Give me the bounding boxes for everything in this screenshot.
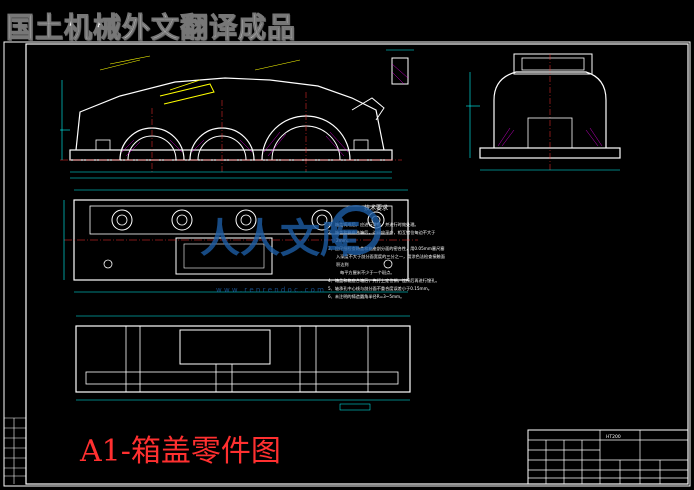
tech-notes-title: 技术要求 bbox=[364, 204, 388, 212]
bolt-boss-1 bbox=[95, 139, 111, 151]
tech-note-line: 2mm。 bbox=[336, 238, 351, 243]
tech-note-line: 4、箱盖和箱座合箱后，先打上定位销，连接后再进行镗孔。 bbox=[328, 277, 440, 284]
tech-note-line: 每平方厘米不少于一个斑点。 bbox=[340, 269, 394, 276]
title-block: HT200 bbox=[527, 429, 689, 485]
tech-note-line: 5、轴承孔中心线与剖分面不重合度误差小于0.15mm。 bbox=[328, 285, 432, 292]
top-view bbox=[63, 189, 418, 293]
material-label: HT200 bbox=[606, 434, 621, 440]
cover-outline bbox=[75, 77, 385, 151]
banner-title: 国土机械外文翻译成品 bbox=[5, 11, 297, 45]
watermark-logo: 人人文库 bbox=[200, 216, 360, 262]
sheet-border bbox=[3, 41, 691, 487]
inspection-opening bbox=[175, 237, 273, 275]
side-outline bbox=[493, 71, 607, 148]
tech-note-line: 1、箱盖铸成后，应进行清砂，并进行时效处理。 bbox=[328, 221, 419, 228]
watermark: 人人文库 w w w . r e n r e n d o c . c o m bbox=[200, 205, 381, 294]
detail-view bbox=[386, 49, 414, 85]
tech-note-line: 积达到 bbox=[336, 261, 349, 268]
watermark-ring bbox=[331, 205, 381, 255]
tech-note-line: 2、箱盖和箱座合箱后，边缘应平齐，相互错位每边不大于 bbox=[328, 229, 435, 236]
side-view bbox=[466, 53, 621, 171]
flange-outline bbox=[69, 149, 393, 161]
tech-requirements: 技术要求 1、箱盖铸成后，应进行清砂，并进行时效处理。 2、箱盖和箱座合箱后，边… bbox=[328, 204, 445, 300]
lifting-lug bbox=[351, 97, 385, 121]
tech-note-line: 6、未注明的铸造圆角半径R=3~5mm。 bbox=[328, 293, 404, 300]
drawing-caption: A1-箱盖零件图 bbox=[80, 434, 281, 469]
drawing-frame bbox=[25, 43, 689, 485]
bearing-bore-1 bbox=[127, 135, 177, 161]
inspection-cover bbox=[159, 83, 215, 105]
section-hatch bbox=[121, 131, 349, 157]
bottom-view bbox=[75, 315, 411, 411]
bottom-view-outline bbox=[75, 325, 411, 393]
tech-note-line: 3、应仔细检查箱盖和箱座剖分面的密合性，用0.05mm塞尺塞 bbox=[328, 245, 445, 252]
top-boss-1 bbox=[111, 209, 133, 231]
tech-note-line: 入深度不大于剖分面宽度的三分之一，用涂色法检查接触面 bbox=[336, 253, 445, 260]
bearing-bore-3 bbox=[271, 125, 341, 161]
watermark-url: w w w . r e n r e n d o c . c o m bbox=[216, 286, 324, 294]
bolt-boss-2 bbox=[353, 139, 369, 151]
left-revision-strip bbox=[4, 417, 26, 484]
front-view bbox=[60, 55, 402, 179]
side-top-cover bbox=[513, 53, 593, 75]
